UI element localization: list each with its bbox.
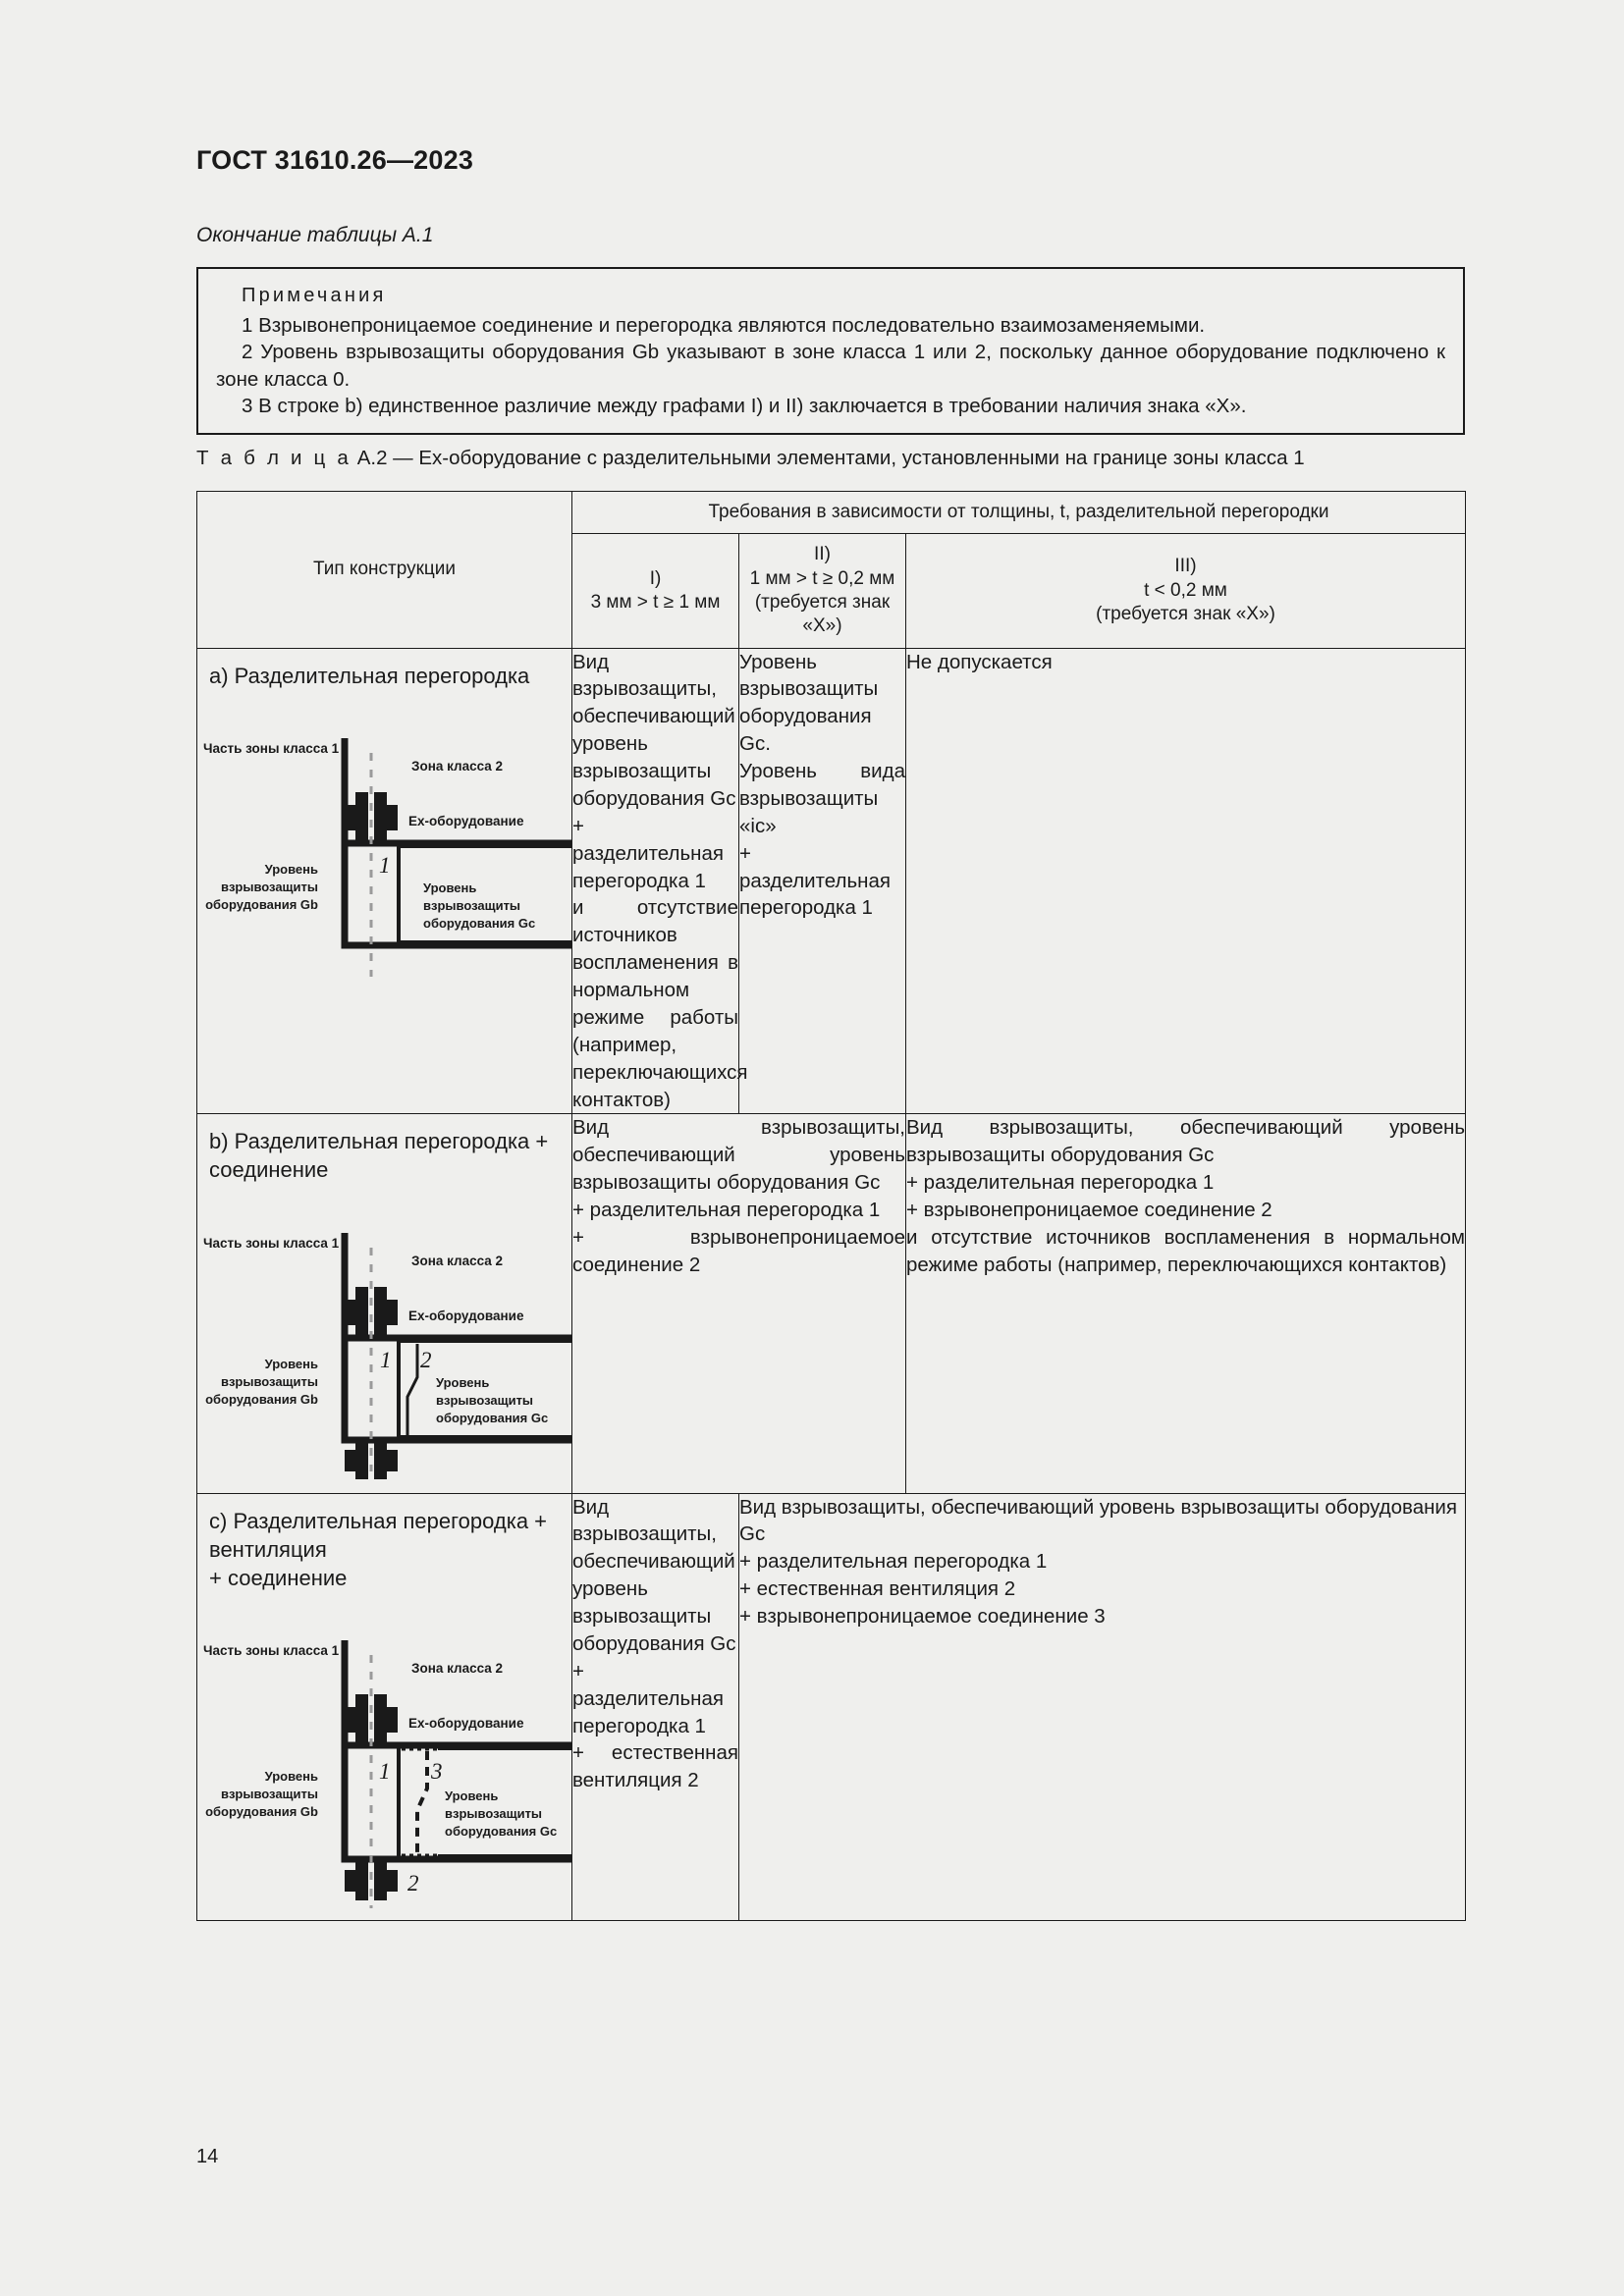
row-c-col-I: Вид взрывозащиты, обеспечивающий уровень… [571,1492,739,1921]
callout-2: 2 [420,1348,432,1372]
label-epl-gb: Уровень [265,1357,318,1371]
callout-2: 2 [407,1871,419,1896]
label-epl-gc: Уровень [436,1375,489,1390]
header-column-I-number: I) [649,567,662,589]
row-a-col-III: Не допускается [904,647,1467,1115]
flameproof-joint-3 [415,1750,429,1855]
notes-box: Примечания 1 Взрывонепроницаемое соедине… [196,267,1465,435]
header-column-III-condition: t < 0,2 мм [1144,579,1227,601]
diagram-wall-ventilation-joint: Часть зоны класса 1 Зона класса 2 Ex-обо… [203,1639,572,1908]
row-c-col-II-III: Вид взрывозащиты, обеспечивающий уровень… [737,1492,1467,1921]
diagram-separating-wall: Часть зоны класса 1 Зона класса 2 Ex-обо… [203,737,572,977]
header-column-I: I) 3 мм > t ≥ 1 мм [571,533,739,649]
table-a2: Тип конструкции Требования в зависимости… [196,490,1467,1921]
svg-text:оборудования Gc: оборудования Gc [445,1824,557,1839]
label-ex-equipment: Ex-оборудование [408,1308,524,1323]
row-a-label: a) Разделительная перегородка [209,663,530,688]
note-item: 2 Уровень взрывозащиты оборудования Gb у… [216,341,1445,391]
header-column-III-note: (требуется знак «X») [1096,604,1275,625]
header-column-II-condition: 1 мм > t ≥ 0,2 мм [749,567,895,589]
row-c-label: c) Разделительная перегородка + вентиляц… [209,1508,548,1590]
label-ex-equipment: Ex-оборудование [408,1716,524,1731]
svg-text:оборудования Gb: оборудования Gb [205,1804,318,1819]
row-a-col-II: Уровень взрывозащиты оборудования Gc. Ур… [738,647,906,1115]
header-column-I-condition: 3 мм > t ≥ 1 мм [590,591,721,613]
flameproof-joint-icon [345,1693,398,1745]
diagram-wall-plus-joint: Часть зоны класса 1 Зона класса 2 Ex-обо… [203,1232,572,1479]
page-title: ГОСТ 31610.26—2023 [196,145,474,175]
header-type-of-construction: Тип конструкции [196,491,572,649]
label-epl-gb: Уровень [265,862,318,877]
label-zone-class-1: Часть зоны класса 1 [203,1643,340,1658]
row-c-construction-cell: c) Разделительная перегородка + вентиляц… [196,1492,572,1921]
svg-text:оборудования Gc: оборудования Gc [436,1411,548,1425]
row-a-diagram: Часть зоны класса 1 Зона класса 2 Ex-обо… [197,690,572,998]
header-column-II-note: (требуется знак «X») [754,591,891,637]
table-row: c) Разделительная перегородка + вентиляц… [196,1492,1467,1921]
row-c-diagram: Часть зоны класса 1 Зона класса 2 Ex-обо… [197,1592,572,1920]
table-caption-prefix: Т а б л и ц а [196,447,352,469]
notes-title: Примечания [242,285,387,306]
callout-1: 1 [380,1348,392,1372]
callout-1: 1 [379,853,391,878]
row-b-diagram: Часть зоны класса 1 Зона класса 2 Ex-обо… [197,1185,572,1493]
row-b-label: b) Разделительная перегородка + соединен… [209,1129,549,1183]
header-column-II: II) 1 мм > t ≥ 0,2 мм (требуется знак «X… [738,533,906,649]
label-epl-gb: Уровень [265,1769,318,1784]
row-b-construction-cell: b) Разделительная перегородка + соединен… [196,1113,572,1494]
page-number: 14 [196,2146,219,2167]
table-row: b) Разделительная перегородка + соединен… [196,1113,1467,1494]
note-item: 3 В строке b) единственное различие межд… [242,394,1247,417]
svg-text:взрывозащиты: взрывозащиты [221,1787,318,1801]
label-zone-class-2: Зона класса 2 [411,1661,503,1676]
flameproof-joint-icon-bottom [345,1439,398,1479]
svg-text:взрывозащиты: взрывозащиты [221,1374,318,1389]
svg-text:оборудования Gb: оборудования Gb [205,1392,318,1407]
label-zone-class-2: Зона класса 2 [411,1254,503,1268]
header-requirements-group: Требования в зависимости от толщины, t, … [570,490,1467,535]
table-continuation-label: Окончание таблицы А.1 [196,224,434,246]
callout-3: 3 [430,1759,443,1784]
table-row: a) Разделительная перегородка [196,647,1467,1115]
svg-text:взрывозащиты: взрывозащиты [436,1393,533,1408]
table-caption: Т а б л и ц а А.2 — Ex-оборудование с ра… [196,447,1305,470]
table-header-row-1: Тип конструкции Требования в зависимости… [196,490,1467,649]
flameproof-joint-icon [345,791,398,843]
label-zone-class-1: Часть зоны класса 1 [203,1236,340,1251]
label-epl-gc: Уровень [423,881,476,895]
label-zone-class-1: Часть зоны класса 1 [203,741,340,756]
header-column-III-number: III) [1174,556,1197,577]
flameproof-joint-icon [345,1286,398,1338]
header-column-III: III) t < 0,2 мм (требуется знак «X») [904,533,1467,649]
svg-text:оборудования Gb: оборудования Gb [205,897,318,912]
flameproof-joint-icon-bottom [345,1858,398,1900]
table-header-row-2: I) 3 мм > t ≥ 1 мм II) 1 мм > t ≥ 0,2 мм… [197,533,1467,649]
svg-text:взрывозащиты: взрывозащиты [445,1806,542,1821]
row-b-col-III: Вид взрывозащиты, обеспечивающий уровень… [904,1113,1467,1494]
row-b-col-I-II: Вид взрывозащиты, обеспечивающий уровень… [571,1113,906,1494]
flameproof-joint-2 [406,1343,419,1436]
table-caption-rest: А.2 — Ex-оборудование с разделительными … [356,447,1305,469]
label-ex-equipment: Ex-оборудование [408,814,524,828]
row-a-col-I: Вид взрывозащиты, обеспечивающий уровень… [571,647,748,1115]
callout-1: 1 [379,1759,391,1784]
label-epl-gc: Уровень [445,1789,498,1803]
svg-text:взрывозащиты: взрывозащиты [423,898,520,913]
note-item: 1 Взрывонепроницаемое соединение и перег… [242,314,1206,337]
label-zone-class-2: Зона класса 2 [411,759,503,774]
svg-text:оборудования Gc: оборудования Gc [423,916,535,931]
header-column-II-number: II) [814,544,831,565]
row-a-construction-cell: a) Разделительная перегородка [196,647,572,1115]
svg-text:взрывозащиты: взрывозащиты [221,880,318,894]
